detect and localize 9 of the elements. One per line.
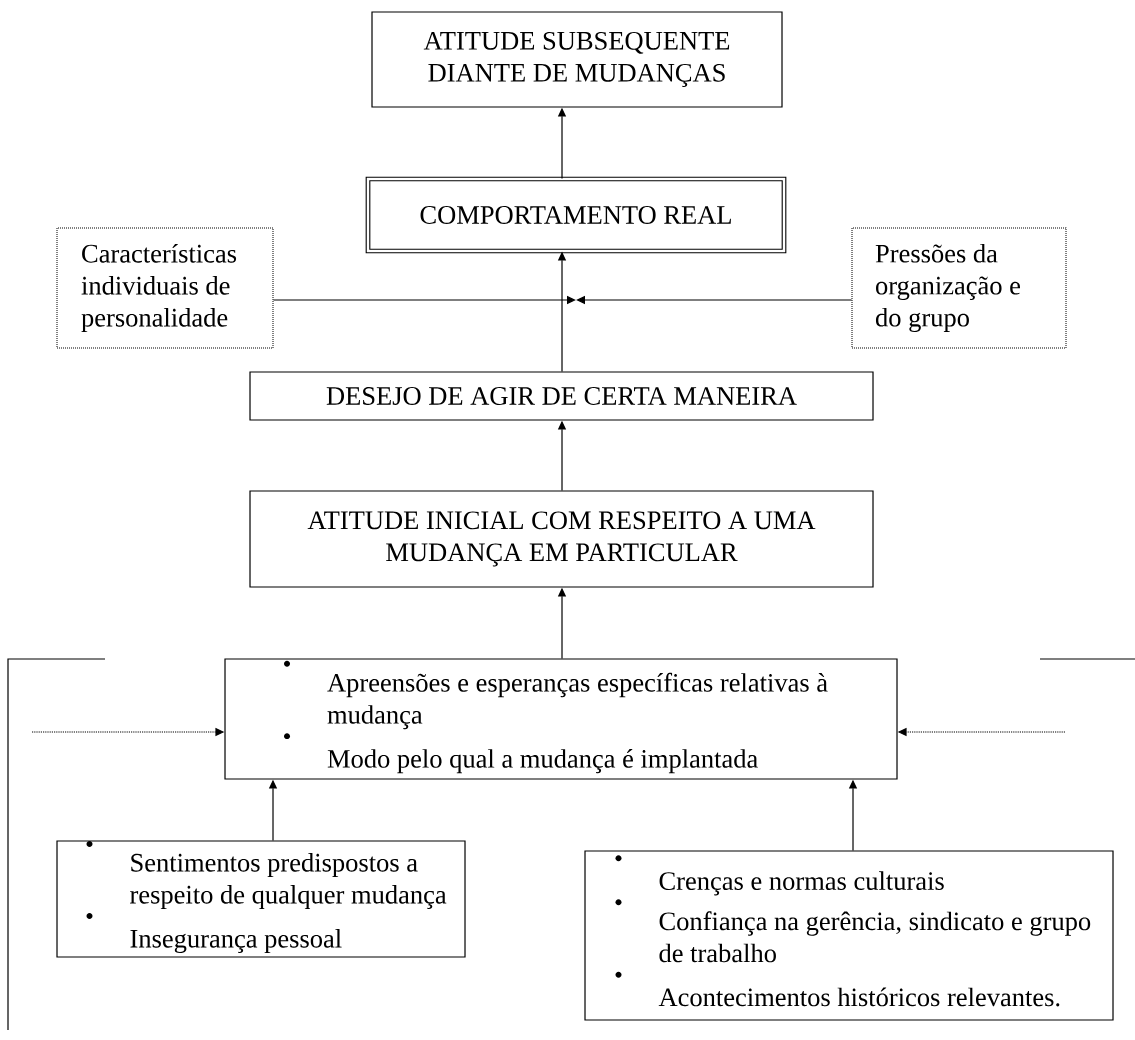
note-box: Características individuais de personalidade xyxy=(56,227,274,349)
list-box: Crenças e normas culturais Confiança na gerência, sindicato e grupo de trabalho Acontecimentos históricos relevantes. xyxy=(584,850,1114,1021)
process-box: ATITUDE SUBSEQUENTE DIANTE DE MUDANÇAS xyxy=(371,11,783,108)
process-box: COMPORTAMENTO REAL xyxy=(365,176,787,254)
list-box: Apreensões e esperanças específicas relativas à mudança Modo pelo qual a mudança é implantada xyxy=(224,658,898,780)
note-box: Pressões da organização e do grupo xyxy=(851,227,1067,349)
process-box: ATITUDE INICIAL COM RESPEITO A UMA MUDANÇA EM PARTICULAR xyxy=(249,490,874,588)
process-box: DESEJO DE AGIR DE CERTA MANEIRA xyxy=(249,371,874,421)
list-box: Sentimentos predispostos a respeito de qualquer mudança Insegurança pessoal xyxy=(56,840,466,958)
